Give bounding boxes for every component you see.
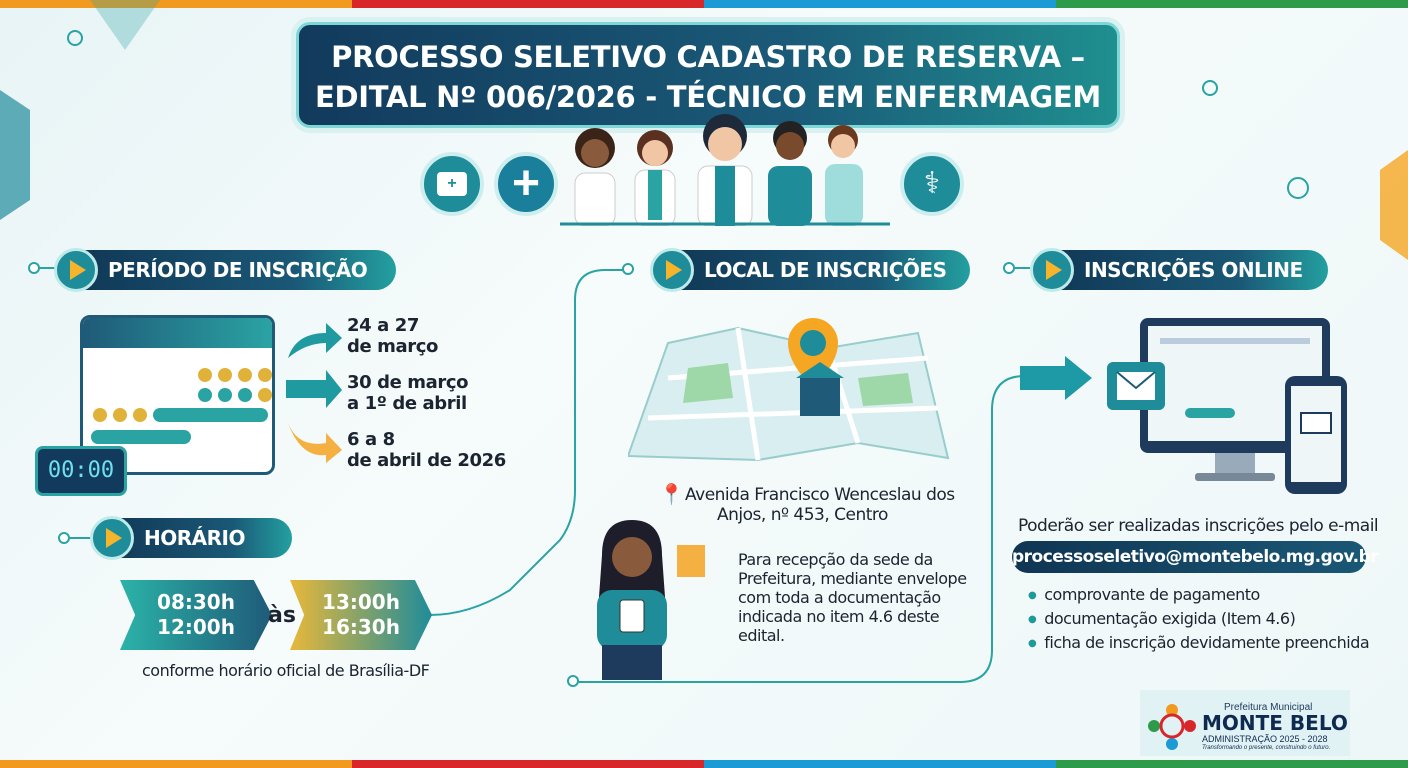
- section-header-horario: HORÁRIO: [90, 516, 292, 560]
- healthcare-team-illustration: [560, 114, 890, 226]
- arrow-icon: [286, 370, 342, 408]
- location-pin-icon: 📍: [659, 484, 684, 506]
- section-header-periodo: PERÍODO DE INSCRIÇÃO: [54, 248, 396, 292]
- top-color-strip: [0, 0, 1408, 8]
- envelope-icon: [1300, 412, 1332, 434]
- play-icon: [54, 248, 98, 292]
- logo-emblem: [1148, 704, 1196, 750]
- bottom-color-strip: [0, 760, 1408, 768]
- map-illustration: [628, 318, 950, 462]
- date-arrows: [286, 323, 342, 463]
- arrow-icon: [288, 323, 342, 358]
- section-title: HORÁRIO: [144, 526, 245, 550]
- list-item: documentação exigida (Item 4.6): [1028, 607, 1369, 631]
- section-title: PERÍODO DE INSCRIÇÃO: [108, 258, 368, 282]
- medical-cross-icon: +: [494, 152, 558, 216]
- digital-clock: 00:00: [35, 446, 127, 496]
- online-intro: Poderão ser realizadas inscrições pelo e…: [1018, 516, 1379, 536]
- envelope-icon: [677, 545, 705, 577]
- devices-illustration: [1107, 318, 1347, 494]
- prefeitura-logo: Prefeitura Municipal MONTE BELO ADMINIST…: [1140, 690, 1350, 756]
- title-line-1: PROCESSO SELETIVO CADASTRO DE RESERVA –: [331, 40, 1085, 74]
- arrow-icon: [1020, 356, 1092, 400]
- list-item: comprovante de pagamento: [1028, 583, 1369, 607]
- arrow-icon: [288, 423, 342, 463]
- first-aid-kit-icon: +: [420, 152, 484, 216]
- receptionist-illustration: [597, 520, 705, 680]
- list-item: ficha de inscrição devidamente preenchid…: [1028, 631, 1369, 655]
- section-header-local: LOCAL DE INSCRIÇÕES: [650, 248, 970, 292]
- play-icon: [650, 248, 694, 292]
- play-icon: [90, 516, 134, 560]
- time-note: conforme horário oficial de Brasília-DF: [142, 661, 430, 680]
- section-title: INSCRIÇÕES ONLINE: [1084, 258, 1303, 282]
- section-header-online: INSCRIÇÕES ONLINE: [1030, 248, 1328, 292]
- time-separator: às: [268, 603, 296, 628]
- email-address-link[interactable]: processoseletivo@montebelo.mg.gov.br: [1012, 541, 1379, 573]
- requirements-list: comprovante de pagamento documentação ex…: [1028, 583, 1369, 655]
- title-line-2: EDITAL Nº 006/2026 - TÉCNICO EM ENFERMAG…: [315, 80, 1101, 114]
- section-title: LOCAL DE INSCRIÇÕES: [704, 258, 947, 282]
- stethoscope-icon: ⚕: [900, 152, 964, 216]
- play-icon: [1030, 248, 1074, 292]
